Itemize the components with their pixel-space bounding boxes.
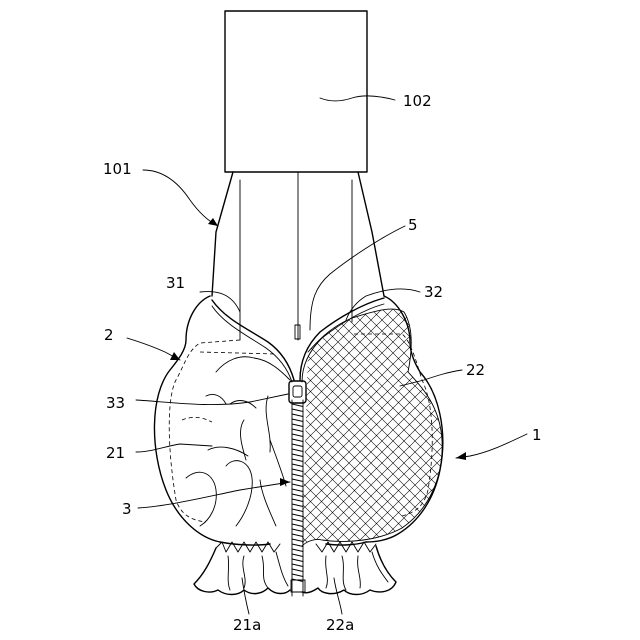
label-3: 3: [122, 500, 132, 518]
label-21: 21: [106, 444, 125, 462]
label-32: 32: [424, 283, 443, 301]
label-1: 1: [532, 426, 542, 444]
label-22a: 22a: [326, 616, 354, 634]
reference-labels: 102 101 5 31 32 2 22 33 1 21 3 21a 22a: [103, 92, 542, 634]
label-33: 33: [106, 394, 125, 412]
label-102: 102: [403, 92, 432, 110]
seam-lines: [169, 334, 432, 522]
gathered-fabric: [186, 357, 290, 526]
label-5: 5: [408, 216, 418, 234]
mesh-panel-edge: [302, 309, 442, 546]
label-101: 101: [103, 160, 132, 178]
label-22: 22: [466, 361, 485, 379]
label-21a: 21a: [233, 616, 261, 634]
label-31: 31: [166, 274, 185, 292]
device-102-box: [225, 11, 367, 172]
label-2: 2: [104, 326, 114, 344]
leader-lines: [127, 96, 527, 614]
